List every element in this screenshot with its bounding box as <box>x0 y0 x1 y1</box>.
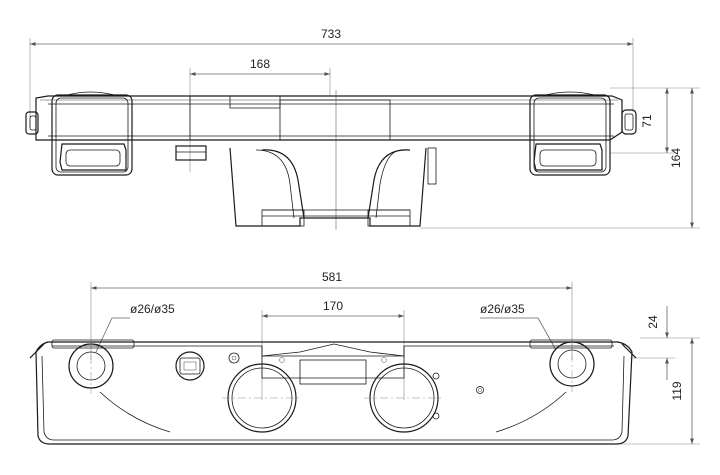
dim-581-label: 581 <box>322 270 342 284</box>
dim-71-label: 71 <box>640 114 654 128</box>
dim-164-label: 164 <box>669 148 683 168</box>
top-lower-body <box>229 147 437 227</box>
dim-right-heights-front: 24 119 <box>600 306 700 445</box>
left-pipe-callout: ø26/ø35 <box>95 302 175 353</box>
top-right-handle <box>529 91 611 176</box>
right-pipe-label: ø26/ø35 <box>480 302 525 316</box>
left-large-pipe <box>222 357 302 433</box>
dim-119-label: 119 <box>670 381 684 400</box>
top-center-plate <box>189 90 391 230</box>
dim-170-label: 170 <box>323 299 343 313</box>
top-connector <box>175 145 207 161</box>
dim-24-label: 24 <box>646 315 660 329</box>
left-small-pipe <box>68 340 114 394</box>
dim-center-width: 168 <box>189 57 331 172</box>
top-left-handle <box>51 91 133 176</box>
front-body <box>29 339 637 445</box>
left-pipe-label: ø26/ø35 <box>130 302 175 316</box>
dim-pipe-spacing-inner: 170 <box>261 299 405 400</box>
top-body <box>25 95 637 141</box>
right-large-pipe <box>364 357 444 433</box>
dim-733-label: 733 <box>321 27 341 41</box>
front-view: 581 170 ø26/ø35 ø26/ø35 24 119 <box>29 270 700 445</box>
dim-overall-width: 733 <box>29 27 634 128</box>
dim-168-label: 168 <box>250 57 270 71</box>
right-pipe-callout: ø26/ø35 <box>480 302 557 351</box>
front-connector-plug <box>175 351 240 381</box>
top-view: 733 168 71 164 <box>25 27 700 230</box>
dim-right-heights-top: 71 164 <box>420 87 700 229</box>
front-screw <box>476 386 484 394</box>
right-small-pipe <box>549 338 595 392</box>
